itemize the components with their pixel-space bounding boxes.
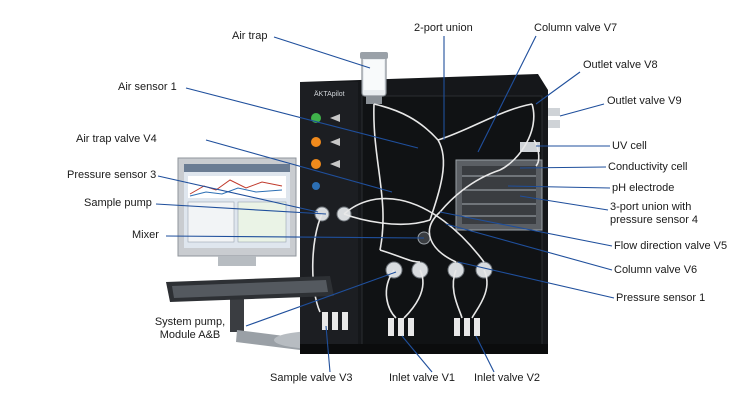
label-conductivity-cell: Conductivity cell [608,161,688,173]
label-pressure-sensor-1: Pressure sensor 1 [616,292,706,304]
label-outlet-valve-v8: Outlet valve V8 [583,59,658,71]
label-3-port-union: 3-port union with pressure sensor 4 [610,201,698,227]
status-indicators [311,113,340,190]
label-system-pump: System pump, Module A&B [142,316,238,342]
keyboard [166,276,334,302]
tubing [311,103,540,319]
label-inlet-valve-v2: Inlet valve V2 [474,372,541,384]
label-air-sensor-1: Air sensor 1 [118,81,177,93]
label-system-pump-line2: Module A&B [159,329,221,341]
label-air-trap-valve-v4: Air trap valve V4 [76,133,157,145]
air-trap-vessel [360,52,388,104]
monitor [177,157,297,266]
label-2-port-union: 2-port union [414,22,473,34]
brand-logo: ÄKTApilot [314,90,345,98]
label-mixer: Mixer [132,229,159,241]
label-3-port-union-line2: pressure sensor 4 [610,214,699,226]
sensor-cradle [455,142,543,231]
label-air-trap: Air trap [232,30,268,42]
label-outlet-valve-v9: Outlet valve V9 [607,95,682,107]
label-uv-cell: UV cell [612,140,647,152]
label-inlet-valve-v1: Inlet valve V1 [389,372,456,384]
label-column-valve-v7: Column valve V7 [534,22,618,34]
label-system-pump-line1: System pump, [154,316,226,328]
label-flow-direction-valve-v5: Flow direction valve V5 [614,240,728,252]
label-ph-electrode: pH electrode [612,182,675,194]
leader-lines [155,35,615,373]
label-pressure-sensor-3: Pressure sensor 3 [67,169,157,181]
label-3-port-union-line1: 3-port union with [610,201,692,213]
label-column-valve-v6: Column valve V6 [614,264,698,276]
inlet-fittings [322,312,480,336]
outlet-fittings [548,108,560,128]
label-sample-pump: Sample pump [84,197,152,209]
label-sample-valve-v3: Sample valve V3 [270,372,353,384]
